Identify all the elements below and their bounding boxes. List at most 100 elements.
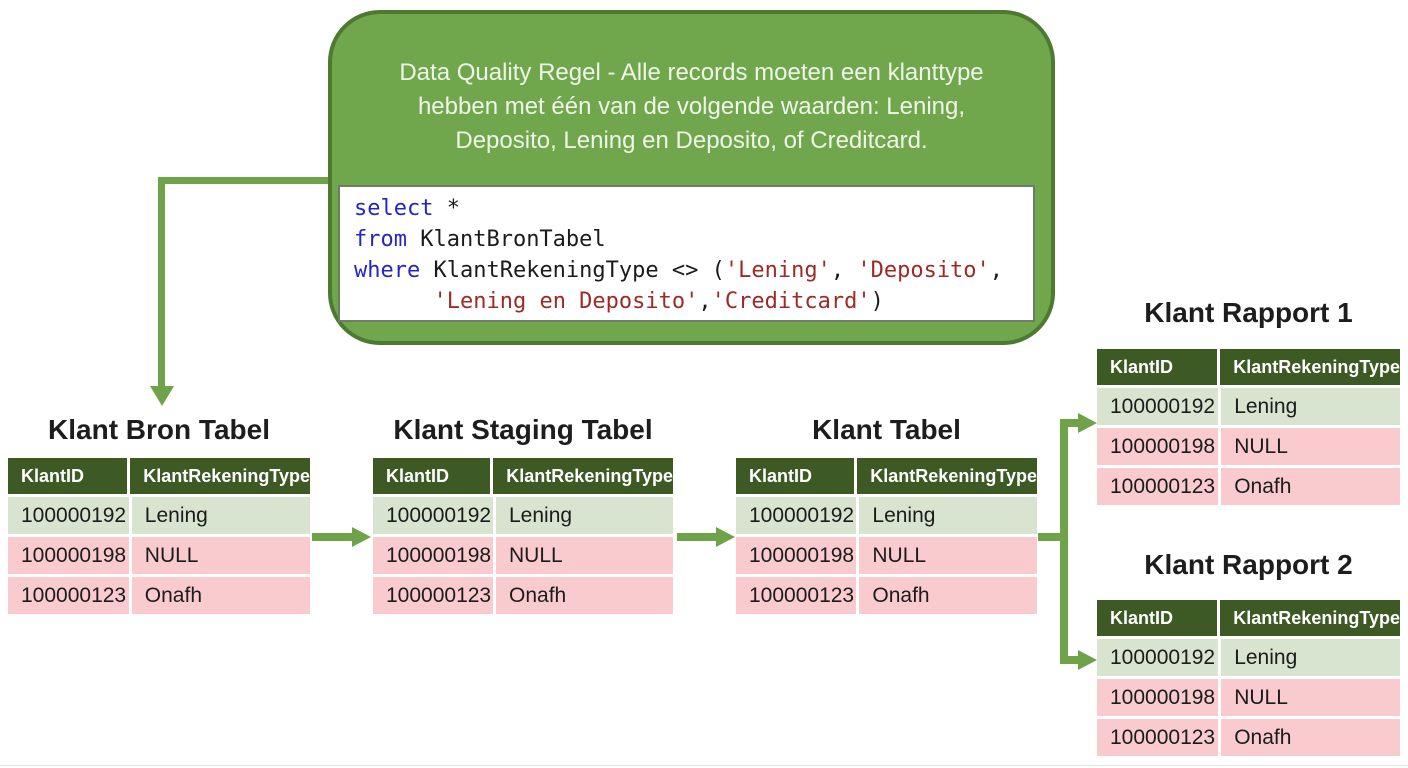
sql-text: ) (870, 289, 884, 314)
sql-string: 'Lening' (724, 258, 831, 283)
cell-klantid: 100000198 (373, 537, 493, 574)
table-staging: KlantID KlantRekeningType 100000192 Leni… (373, 458, 673, 614)
column-header: KlantRekeningType (493, 458, 673, 494)
cell-rekeningtype: NULL (1221, 679, 1400, 716)
cell-rekeningtype: Lening (131, 497, 310, 534)
table-title-rapport1: Klant Rapport 1 (1144, 297, 1353, 328)
arrow-right-icon (716, 527, 735, 547)
table-title-bron: Klant Bron Tabel (48, 414, 270, 445)
sql-text: , (830, 258, 858, 283)
sql-string: 'Creditcard' (711, 289, 871, 314)
cell-klantid: 100000123 (1097, 719, 1219, 756)
cell-klantid: 100000192 (736, 497, 857, 534)
table-header-row: KlantID KlantRekeningType (1097, 349, 1400, 385)
rule-text-line1: Data Quality Regel - Alle records moeten… (399, 59, 984, 86)
column-header: KlantID (1097, 600, 1218, 636)
table-row: 100000192 Lening (736, 497, 1037, 534)
sql-string: 'Deposito' (857, 258, 990, 283)
table-row: 100000123 Onafh (1097, 719, 1400, 756)
klant-to-rapport-trunk (1060, 419, 1068, 664)
cell-klantid: 100000123 (736, 577, 857, 614)
cell-rekeningtype: Onafh (131, 577, 310, 614)
table-row: 100000123 Onafh (736, 577, 1037, 614)
cell-klantid: 100000192 (1097, 639, 1219, 676)
table-header-row: KlantID KlantRekeningType (1097, 600, 1400, 636)
cell-klantid: 100000192 (373, 497, 493, 534)
column-header: KlantID (736, 458, 855, 494)
bron-to-staging-arrow-shaft (312, 533, 353, 541)
cell-klantid: 100000123 (1097, 468, 1219, 505)
sql-text: , (698, 289, 712, 314)
rule-text: Data Quality Regel - Alle records moeten… (332, 56, 1051, 158)
cell-rekeningtype: Lening (859, 497, 1037, 534)
column-header: KlantRekeningType (1220, 600, 1400, 636)
cell-rekeningtype: Lening (1221, 639, 1400, 676)
table-row: 100000123 Onafh (8, 577, 310, 614)
cell-rekeningtype: Onafh (1221, 719, 1400, 756)
cell-rekeningtype: NULL (496, 537, 673, 574)
rule-to-bron-connector-vertical (158, 177, 165, 387)
table-rapport1: KlantID KlantRekeningType 100000192 Leni… (1097, 349, 1400, 505)
table-title-staging: Klant Staging Tabel (393, 414, 653, 445)
sql-line-2: from KlantBronTabel (354, 224, 1033, 255)
cell-klantid: 100000192 (8, 497, 129, 534)
cell-klantid: 100000123 (373, 577, 493, 614)
staging-to-klant-arrow-shaft (677, 533, 717, 541)
klant-to-rapport1-arm (1060, 419, 1080, 427)
cell-rekeningtype: NULL (131, 537, 310, 574)
sql-line-1: select * (354, 193, 1033, 224)
cell-klantid: 100000192 (1097, 388, 1219, 425)
sql-text: KlantRekeningType <> ( (420, 258, 725, 283)
cell-rekeningtype: Onafh (1221, 468, 1400, 505)
table-header-row: KlantID KlantRekeningType (373, 458, 673, 494)
cell-rekeningtype: Lening (496, 497, 673, 534)
cell-klantid: 100000198 (1097, 428, 1219, 465)
column-header: KlantID (1097, 349, 1218, 385)
cell-rekeningtype: Onafh (496, 577, 673, 614)
table-row: 100000123 Onafh (373, 577, 673, 614)
table-bron: KlantID KlantRekeningType 100000192 Leni… (8, 458, 310, 614)
arrow-right-icon (1078, 650, 1097, 670)
table-row: 100000198 NULL (8, 537, 310, 574)
rule-text-line2: hebben met één van de volgende waarden: … (417, 93, 966, 120)
cell-klantid: 100000198 (1097, 679, 1219, 716)
sql-keyword: select (354, 196, 434, 221)
sql-line-3: where KlantRekeningType <> ('Lening', 'D… (354, 255, 1033, 286)
cell-rekeningtype: Onafh (859, 577, 1037, 614)
rule-text-line3: Deposito, Lening en Deposito, of Creditc… (455, 127, 928, 154)
table-klant: KlantID KlantRekeningType 100000192 Leni… (736, 458, 1037, 614)
column-header: KlantID (373, 458, 491, 494)
arrow-right-icon (1078, 413, 1097, 433)
table-row: 100000192 Lening (1097, 388, 1400, 425)
column-header: KlantID (8, 458, 128, 494)
table-title-klant: Klant Tabel (812, 414, 961, 445)
table-row: 100000198 NULL (1097, 428, 1400, 465)
rule-to-bron-connector-horizontal (158, 177, 328, 184)
sql-keyword: from (354, 227, 407, 252)
sql-text (354, 289, 433, 314)
table-row: 100000198 NULL (736, 537, 1037, 574)
sql-keyword: where (354, 258, 421, 283)
cell-rekeningtype: NULL (859, 537, 1037, 574)
cell-klantid: 100000198 (8, 537, 129, 574)
table-rapport2: KlantID KlantRekeningType 100000192 Leni… (1097, 600, 1400, 756)
column-header: KlantRekeningType (857, 458, 1037, 494)
column-header: KlantRekeningType (1220, 349, 1400, 385)
table-row: 100000192 Lening (373, 497, 673, 534)
table-row: 100000192 Lening (8, 497, 310, 534)
sql-text: * (433, 196, 460, 221)
cell-rekeningtype: NULL (1221, 428, 1400, 465)
column-header: KlantRekeningType (130, 458, 310, 494)
table-header-row: KlantID KlantRekeningType (736, 458, 1037, 494)
sql-text: , (989, 258, 1004, 283)
arrow-right-icon (352, 527, 371, 547)
bottom-divider (0, 765, 1408, 766)
sql-line-4: 'Lening en Deposito','Creditcard') (354, 286, 1033, 317)
cell-klantid: 100000123 (8, 577, 129, 614)
table-header-row: KlantID KlantRekeningType (8, 458, 310, 494)
table-row: 100000192 Lening (1097, 639, 1400, 676)
table-row: 100000198 NULL (1097, 679, 1400, 716)
cell-klantid: 100000198 (736, 537, 857, 574)
